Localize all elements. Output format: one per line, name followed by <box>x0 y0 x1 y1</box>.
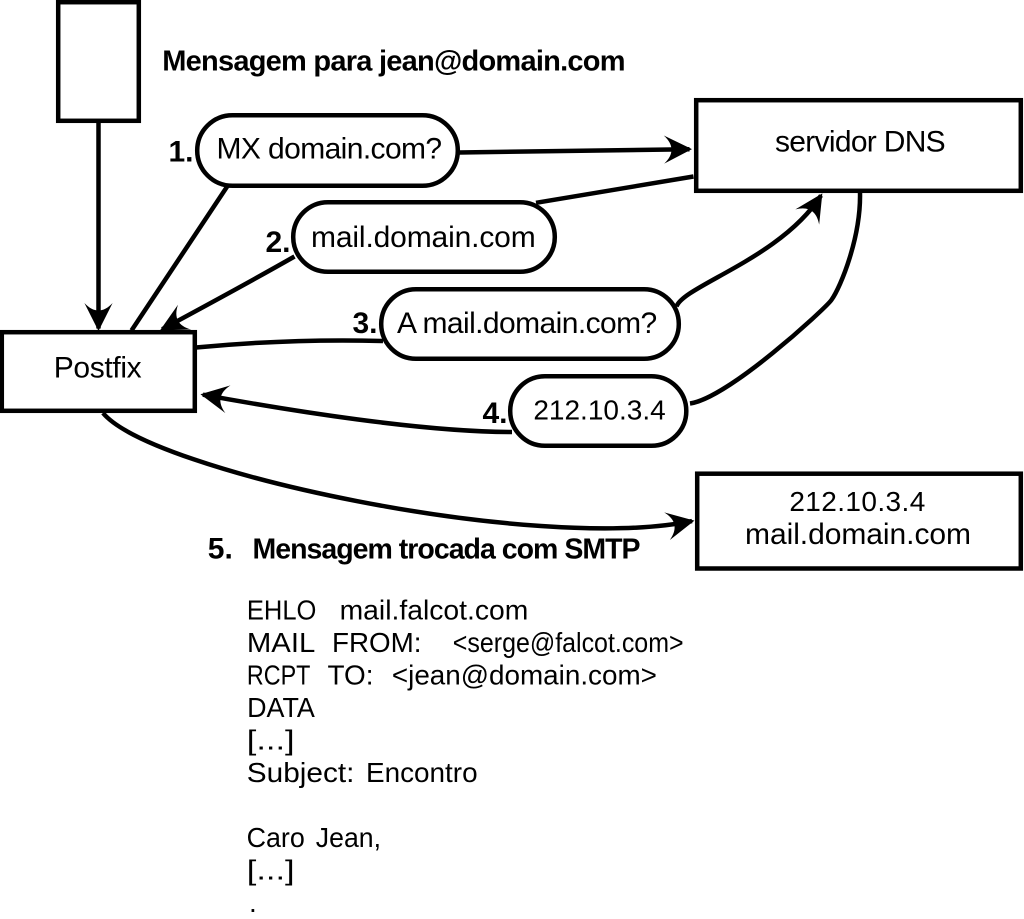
svg-text:5.: 5. <box>208 533 233 566</box>
svg-text:Encontro: Encontro <box>366 757 478 788</box>
svg-text:Caro: Caro <box>247 822 305 853</box>
svg-text:[...]: [...] <box>247 725 295 756</box>
svg-text:Postfix: Postfix <box>54 352 142 385</box>
svg-text:FROM:: FROM: <box>332 627 422 658</box>
svg-text:Mensagem trocada com SMTP: Mensagem trocada com SMTP <box>253 534 641 566</box>
svg-text:3.: 3. <box>352 307 377 340</box>
svg-text:212.10.3.4: 212.10.3.4 <box>533 395 665 426</box>
svg-text:TO:: TO: <box>328 660 374 691</box>
svg-text:<jean@domain.com>: <jean@domain.com> <box>392 660 657 691</box>
svg-text:mail.domain.com: mail.domain.com <box>745 518 971 551</box>
svg-text:RCPT: RCPT <box>247 660 311 691</box>
svg-text:mail.falcot.com: mail.falcot.com <box>340 595 529 626</box>
svg-text:MAIL: MAIL <box>247 627 315 658</box>
svg-text:servidor DNS: servidor DNS <box>775 125 945 158</box>
svg-text:<serge@falcot.com>: <serge@falcot.com> <box>453 627 684 658</box>
svg-text:DATA: DATA <box>247 692 315 723</box>
svg-text:Jean,: Jean, <box>316 822 381 853</box>
svg-text:mail.domain.com: mail.domain.com <box>311 221 536 254</box>
svg-text:MX domain.com?: MX domain.com? <box>216 133 441 166</box>
svg-text:Subject:: Subject: <box>247 757 355 788</box>
svg-text:.: . <box>249 887 257 918</box>
svg-text:212.10.3.4: 212.10.3.4 <box>789 486 925 517</box>
svg-text:EHLO: EHLO <box>247 595 317 626</box>
svg-text:[...]: [...] <box>247 854 295 885</box>
svg-text:2.: 2. <box>265 226 290 259</box>
svg-text:4.: 4. <box>482 397 507 430</box>
svg-text:1.: 1. <box>168 136 193 169</box>
svg-text:Mensagem para jean@domain.com: Mensagem para jean@domain.com <box>162 46 625 78</box>
svg-text:A mail.domain.com?: A mail.domain.com? <box>397 307 657 340</box>
